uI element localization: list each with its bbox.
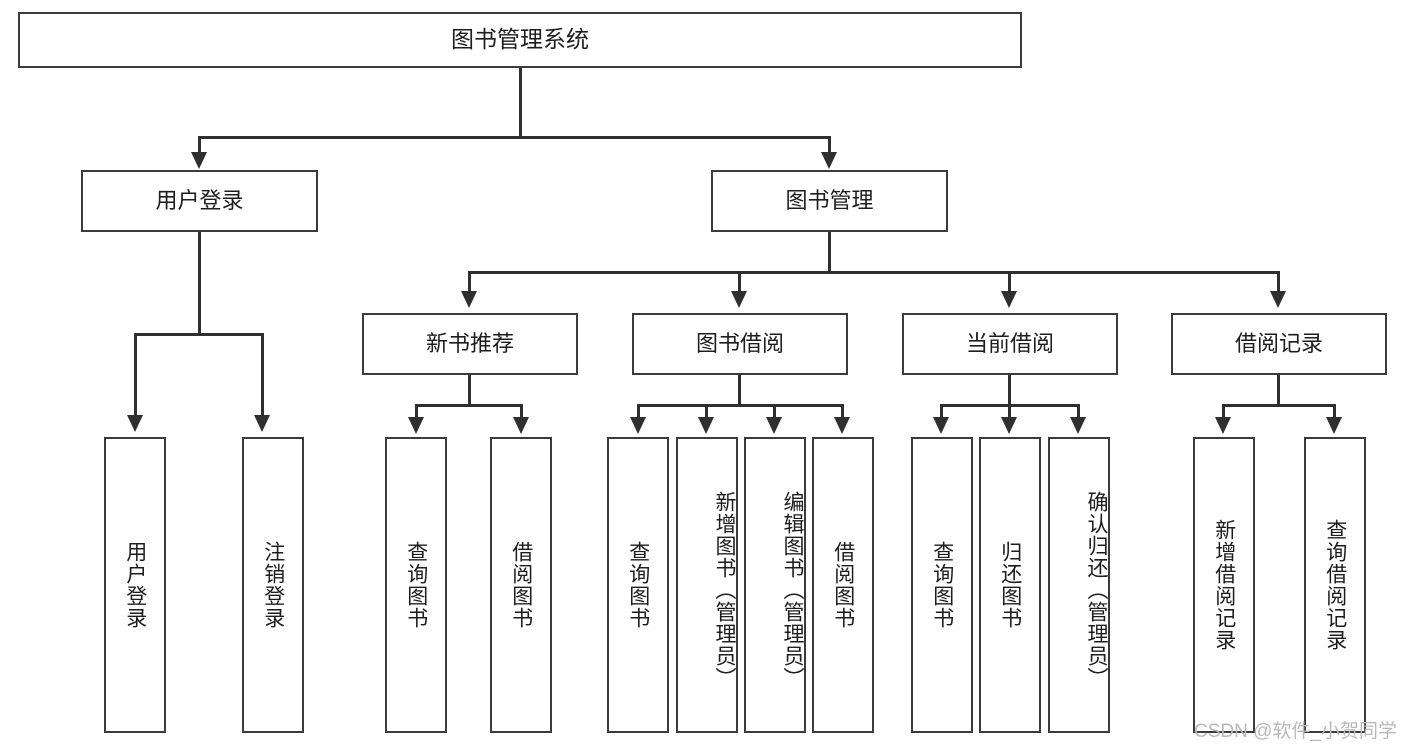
node-book-borrow[interactable]: 图书借阅 bbox=[632, 313, 848, 375]
arrow-to-leaf-bb-add-book bbox=[698, 417, 714, 434]
connector-book-management-split-bar bbox=[468, 271, 1279, 274]
connector-root-stem bbox=[519, 68, 522, 138]
leaf-new-book-query-book[interactable]: 查询图书 bbox=[385, 437, 447, 733]
connector-borrow-record-split-bar bbox=[1222, 404, 1336, 407]
connector-bb-drop-1 bbox=[637, 404, 640, 420]
leaf-user-login[interactable]: 用户登录 bbox=[104, 437, 166, 733]
arrow-to-leaf-br-add-record bbox=[1215, 417, 1231, 434]
node-borrow-record[interactable]: 借阅记录 bbox=[1171, 313, 1387, 375]
node-new-book-recommend[interactable]: 新书推荐 bbox=[362, 313, 578, 375]
leaf-book-borrow-add-book-admin[interactable]: 新增图书（管理员） bbox=[676, 437, 738, 733]
arrow-to-leaf-logout-login bbox=[254, 415, 270, 432]
leaf-book-borrow-query-book[interactable]: 查询图书 bbox=[607, 437, 669, 733]
connector-bb-drop-4 bbox=[841, 404, 844, 420]
arrow-to-leaf-bb-borrow-book bbox=[834, 417, 850, 434]
arrow-to-leaf-user-login bbox=[127, 415, 143, 432]
connector-root-split-bar bbox=[198, 136, 830, 139]
arrow-to-leaf-cb-confirm-return bbox=[1070, 417, 1086, 434]
connector-book-borrow-split-bar bbox=[637, 404, 844, 407]
leaf-current-borrow-confirm-return-admin[interactable]: 确认归还（管理员） bbox=[1048, 437, 1110, 733]
connector-cb-drop-3 bbox=[1077, 404, 1080, 420]
leaf-current-borrow-return-book[interactable]: 归还图书 bbox=[979, 437, 1041, 733]
leaf-borrow-record-add-record[interactable]: 新增借阅记录 bbox=[1193, 437, 1255, 733]
connector-book-borrow-stem bbox=[738, 375, 741, 407]
connector-current-borrow-stem bbox=[1008, 375, 1011, 407]
arrow-to-leaf-bb-query-book bbox=[630, 417, 646, 434]
connector-nb-drop-2 bbox=[520, 404, 523, 420]
connector-bm-drop-4 bbox=[1277, 271, 1280, 295]
leaf-logout-login[interactable]: 注销登录 bbox=[242, 437, 304, 733]
connector-bm-drop-2 bbox=[738, 271, 741, 295]
leaf-borrow-record-query-record[interactable]: 查询借阅记录 bbox=[1304, 437, 1366, 733]
arrow-to-user-login bbox=[191, 152, 207, 169]
csdn-watermark: CSDN @软件_小贺同学 bbox=[1194, 721, 1397, 742]
connector-root-to-book-management bbox=[828, 136, 831, 156]
connector-bb-drop-2 bbox=[705, 404, 708, 420]
node-book-management[interactable]: 图书管理 bbox=[711, 170, 948, 232]
arrow-to-book-borrow bbox=[731, 291, 747, 308]
arrow-to-leaf-bb-edit-book bbox=[766, 417, 782, 434]
leaf-book-borrow-borrow-book[interactable]: 借阅图书 bbox=[812, 437, 874, 733]
connector-bb-drop-3 bbox=[773, 404, 776, 420]
arrow-to-leaf-nb-query-book bbox=[408, 417, 424, 434]
connector-nb-drop-1 bbox=[415, 404, 418, 420]
connector-user-login-stem bbox=[198, 232, 201, 336]
arrow-to-leaf-nb-borrow-book bbox=[513, 417, 529, 434]
leaf-current-borrow-query-book[interactable]: 查询图书 bbox=[911, 437, 973, 733]
connector-user-login-split-bar bbox=[134, 333, 264, 336]
connector-root-to-user-login bbox=[198, 136, 201, 156]
connector-new-book-stem bbox=[468, 375, 471, 407]
arrow-to-current-borrow bbox=[1001, 291, 1017, 308]
leaf-new-book-borrow-book[interactable]: 借阅图书 bbox=[490, 437, 552, 733]
connector-cb-drop-2 bbox=[1008, 404, 1011, 420]
node-current-borrow[interactable]: 当前借阅 bbox=[902, 313, 1118, 375]
arrow-to-leaf-cb-query-book bbox=[933, 417, 949, 434]
arrow-to-new-book-recommend bbox=[461, 291, 477, 308]
arrow-to-book-management bbox=[821, 152, 837, 169]
node-root-library-management-system[interactable]: 图书管理系统 bbox=[18, 12, 1022, 68]
arrow-to-borrow-record bbox=[1270, 291, 1286, 308]
connector-bm-drop-3 bbox=[1008, 271, 1011, 295]
arrow-to-leaf-cb-return-book bbox=[1001, 417, 1017, 434]
connector-br-drop-2 bbox=[1333, 404, 1336, 420]
connector-bm-drop-1 bbox=[468, 271, 471, 295]
connector-new-book-split-bar bbox=[415, 404, 523, 407]
connector-user-login-drop-1 bbox=[134, 333, 137, 419]
connector-user-login-drop-2 bbox=[261, 333, 264, 419]
connector-book-management-stem bbox=[828, 232, 831, 274]
connector-br-drop-1 bbox=[1222, 404, 1225, 420]
node-user-login[interactable]: 用户登录 bbox=[81, 170, 318, 232]
leaf-book-borrow-edit-book-admin[interactable]: 编辑图书（管理员） bbox=[744, 437, 806, 733]
connector-borrow-record-stem bbox=[1277, 375, 1280, 407]
connector-cb-drop-1 bbox=[940, 404, 943, 420]
arrow-to-leaf-br-query-record bbox=[1326, 417, 1342, 434]
